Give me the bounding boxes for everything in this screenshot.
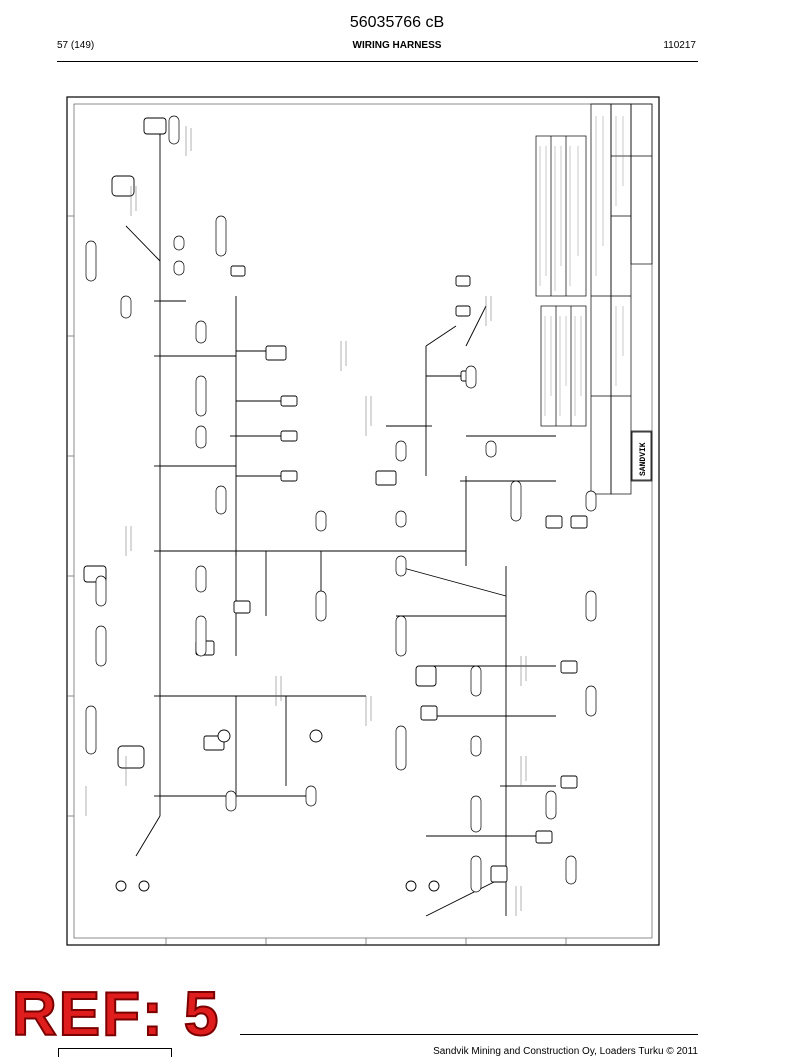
wire-bubbles <box>85 115 597 893</box>
ring-terminals <box>115 729 440 892</box>
copyright: Sandvik Mining and Construction Oy, Load… <box>433 1046 698 1057</box>
header-rule <box>57 61 698 62</box>
doc-number: 56035766 cB <box>349 14 445 31</box>
drawing-inner-frame <box>73 103 653 939</box>
footer-rule <box>240 1034 698 1035</box>
ref-label: REF: 5 <box>11 980 221 1049</box>
drawing-frame <box>66 96 660 946</box>
page-count: 57 (149) <box>57 40 95 51</box>
sandvik-logo-text: SANDVIK <box>639 442 648 476</box>
date-code: 110217 <box>663 40 696 51</box>
frame-ticks <box>67 215 567 945</box>
sandvik-logo: SANDVIK <box>631 431 652 481</box>
section-title: WIRING HARNESS <box>352 40 442 51</box>
harness-wires <box>125 126 556 917</box>
note-boxes <box>535 116 624 427</box>
title-block <box>590 103 653 495</box>
wiring-harness-drawing: SANDVIK <box>66 96 660 946</box>
junction-marks <box>154 300 512 837</box>
label-hatching <box>85 126 527 916</box>
